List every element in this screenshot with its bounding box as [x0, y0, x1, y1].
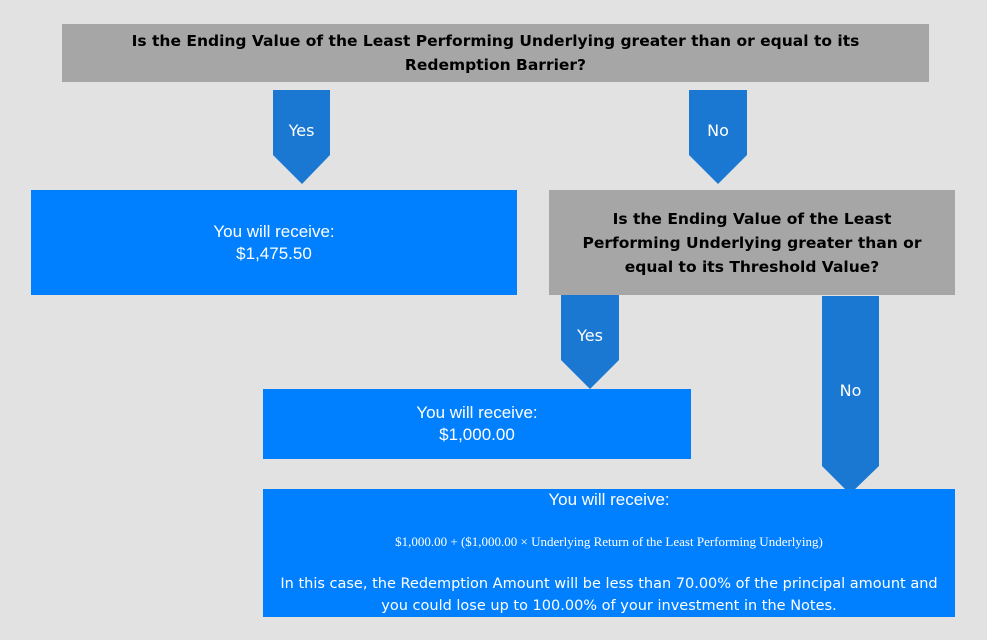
result-3-note: In this case, the Redemption Amount will… [280, 576, 938, 614]
question-box-2: Is the Ending Value of the Least Perform… [549, 190, 955, 295]
result-box-1: You will receive: $1,475.50 [31, 190, 517, 295]
question-2-text: Is the Ending Value of the Least Perform… [582, 209, 922, 276]
label-q2-yes: Yes [577, 326, 603, 345]
result-3-formula: $1,000.00 + ($1,000.00 × Underlying Retu… [395, 534, 823, 549]
label-q1-yes: Yes [288, 121, 315, 140]
result-1-line1: You will receive: [213, 221, 335, 241]
result-box-2: You will receive: $1,000.00 [263, 389, 691, 459]
result-box-3: You will receive: $1,000.00 + ($1,000.00… [263, 489, 955, 617]
arrow-q2-no [822, 296, 879, 494]
result-2-amount: $1,000.00 [439, 425, 515, 444]
arrow-q1-no [689, 90, 747, 184]
label-q2-no: No [839, 381, 862, 400]
question-1-text: Is the Ending Value of the Least Perform… [131, 32, 860, 74]
label-q1-no: No [707, 121, 729, 140]
result-3-line1: You will receive: [548, 490, 670, 509]
result-2-line1: You will receive: [416, 403, 538, 422]
arrow-q2-yes [561, 295, 619, 389]
arrow-q1-yes [273, 90, 330, 184]
question-box-1: Is the Ending Value of the Least Perform… [62, 24, 929, 82]
result-1-amount: $1,475.50 [236, 243, 312, 263]
